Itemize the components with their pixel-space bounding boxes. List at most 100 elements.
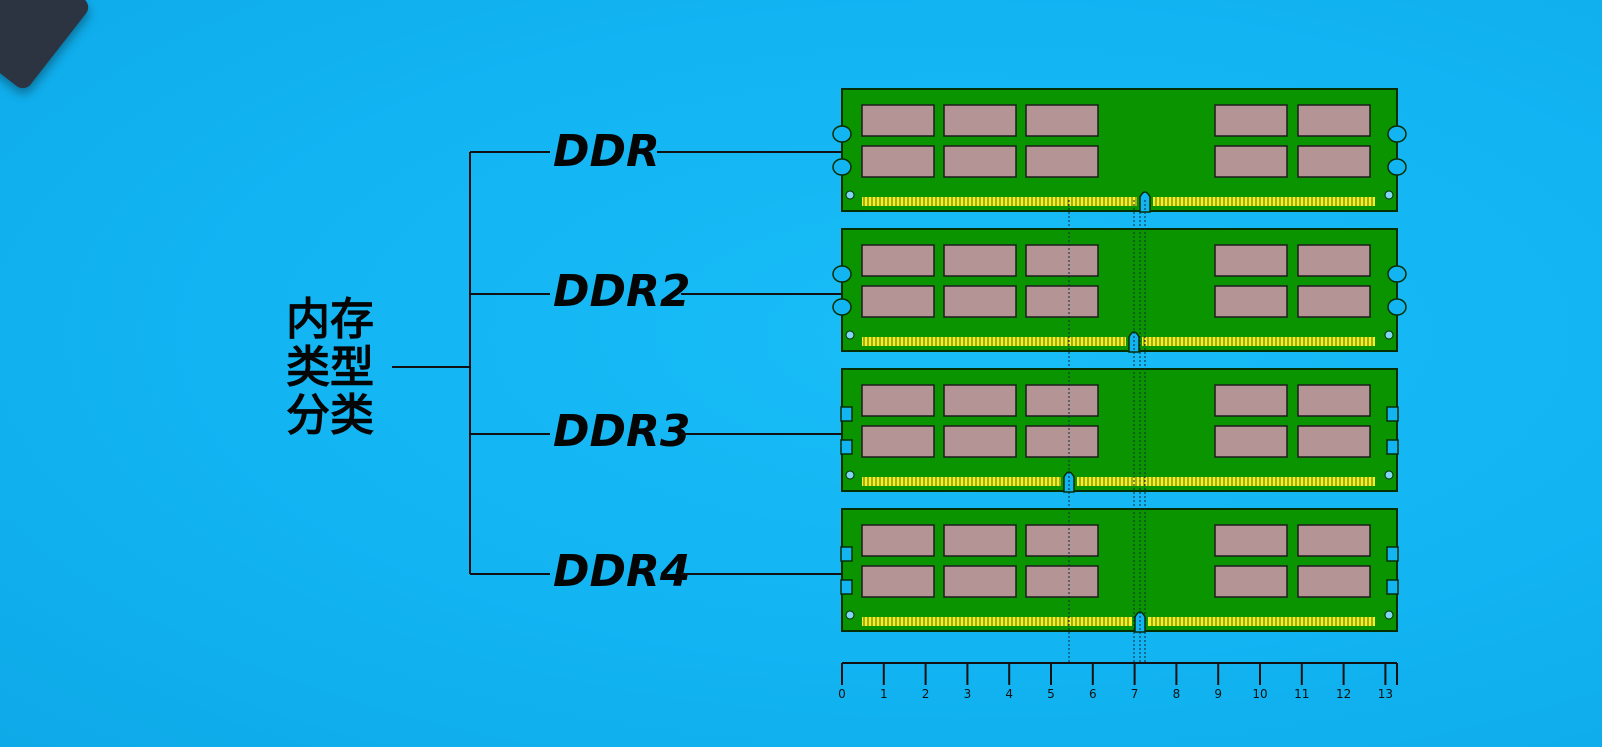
ruler-tick-label: 6	[1089, 687, 1097, 701]
memory-chip	[861, 104, 935, 137]
memory-chip	[1297, 145, 1371, 178]
side-notch	[1386, 579, 1399, 595]
memory-chip	[1297, 524, 1371, 557]
pin-strip	[862, 617, 1132, 626]
memory-chip	[943, 285, 1017, 318]
pin-strip	[1142, 337, 1375, 346]
pin-strip	[862, 477, 1061, 486]
ruler-tick-label: 4	[1005, 687, 1013, 701]
type-label-ddr: DDR	[553, 126, 660, 177]
memory-chip	[1214, 565, 1288, 598]
side-notch	[832, 125, 852, 143]
memory-chip	[861, 425, 935, 458]
memory-chip	[861, 524, 935, 557]
ruler-tick-label: 13	[1378, 687, 1393, 701]
side-notch	[832, 158, 852, 176]
side-notch	[840, 546, 853, 562]
ruler-tick-label: 10	[1252, 687, 1267, 701]
mount-hole	[845, 190, 855, 200]
pin-lines	[863, 197, 1373, 206]
memory-chip	[943, 565, 1017, 598]
memory-chip	[1297, 384, 1371, 417]
module-ddr4	[840, 508, 1399, 633]
memory-chip	[1214, 104, 1288, 137]
memory-chip	[1297, 425, 1371, 458]
type-label-ddr3: DDR3	[553, 406, 691, 457]
memory-chip	[1025, 285, 1099, 318]
memory-chip	[861, 384, 935, 417]
notch-guides	[1068, 200, 1146, 663]
ruler-tick-label: 0	[838, 687, 846, 701]
memory-chip	[861, 285, 935, 318]
ruler-tick-label: 9	[1214, 687, 1222, 701]
side-notch	[1386, 439, 1399, 455]
memory-chip	[943, 384, 1017, 417]
ruler-tick-label: 8	[1173, 687, 1181, 701]
mount-hole	[1384, 610, 1394, 620]
pin-strip	[1148, 617, 1375, 626]
ruler-tick-label: 5	[1047, 687, 1055, 701]
type-label-ddr2: DDR2	[553, 266, 691, 317]
side-notch	[832, 265, 852, 283]
tree-connectors	[392, 151, 842, 575]
side-notch	[1387, 158, 1407, 176]
pin-strip	[862, 337, 1126, 346]
side-notch	[1387, 125, 1407, 143]
memory-chip	[943, 425, 1017, 458]
side-notch	[1386, 406, 1399, 422]
root-label-line-2: 类型	[286, 342, 374, 393]
memory-chip	[943, 104, 1017, 137]
side-notch	[1387, 298, 1407, 316]
type-label-ddr4: DDR4	[553, 546, 691, 597]
ruler-tick-label: 1	[880, 687, 888, 701]
memory-chip	[1214, 384, 1288, 417]
module-ddr	[832, 88, 1407, 213]
memory-chip	[861, 145, 935, 178]
ruler-tick-label: 7	[1131, 687, 1139, 701]
mount-hole	[845, 610, 855, 620]
memory-chip	[1214, 145, 1288, 178]
ruler-tick-label: 2	[922, 687, 930, 701]
memory-chip	[861, 244, 935, 277]
module-ddr2	[832, 228, 1407, 353]
memory-chip	[1297, 565, 1371, 598]
mount-hole	[845, 470, 855, 480]
memory-chip	[1025, 524, 1099, 557]
memory-chip	[1297, 285, 1371, 318]
pin-lines	[863, 477, 1373, 486]
memory-chip	[1025, 244, 1099, 277]
memory-chip	[1214, 524, 1288, 557]
side-notch	[840, 579, 853, 595]
memory-chip	[943, 244, 1017, 277]
side-notch	[832, 298, 852, 316]
memory-chip	[943, 524, 1017, 557]
memory-chip	[1025, 145, 1099, 178]
side-notch	[840, 439, 853, 455]
mount-hole	[1384, 470, 1394, 480]
mount-hole	[1384, 190, 1394, 200]
mount-hole	[845, 330, 855, 340]
memory-chip	[1025, 425, 1099, 458]
memory-chip	[1297, 104, 1371, 137]
side-notch	[1386, 546, 1399, 562]
module-ddr3	[840, 368, 1399, 493]
side-notch	[840, 406, 853, 422]
root-label-line-3: 分类	[286, 390, 374, 441]
memory-chip	[1214, 285, 1288, 318]
memory-chip	[1214, 244, 1288, 277]
mount-hole	[1384, 330, 1394, 340]
root-label: 内存 类型 分类	[286, 296, 386, 440]
memory-modules	[832, 88, 1407, 633]
memory-chip	[1025, 565, 1099, 598]
ruler-tick-label: 11	[1294, 687, 1309, 701]
memory-chip	[943, 145, 1017, 178]
memory-chip	[861, 565, 935, 598]
memory-chip	[1297, 244, 1371, 277]
memory-chip	[1025, 104, 1099, 137]
pin-lines	[863, 337, 1373, 346]
side-notch	[1387, 265, 1407, 283]
ruler-tick-label: 12	[1336, 687, 1351, 701]
memory-chip	[1025, 384, 1099, 417]
